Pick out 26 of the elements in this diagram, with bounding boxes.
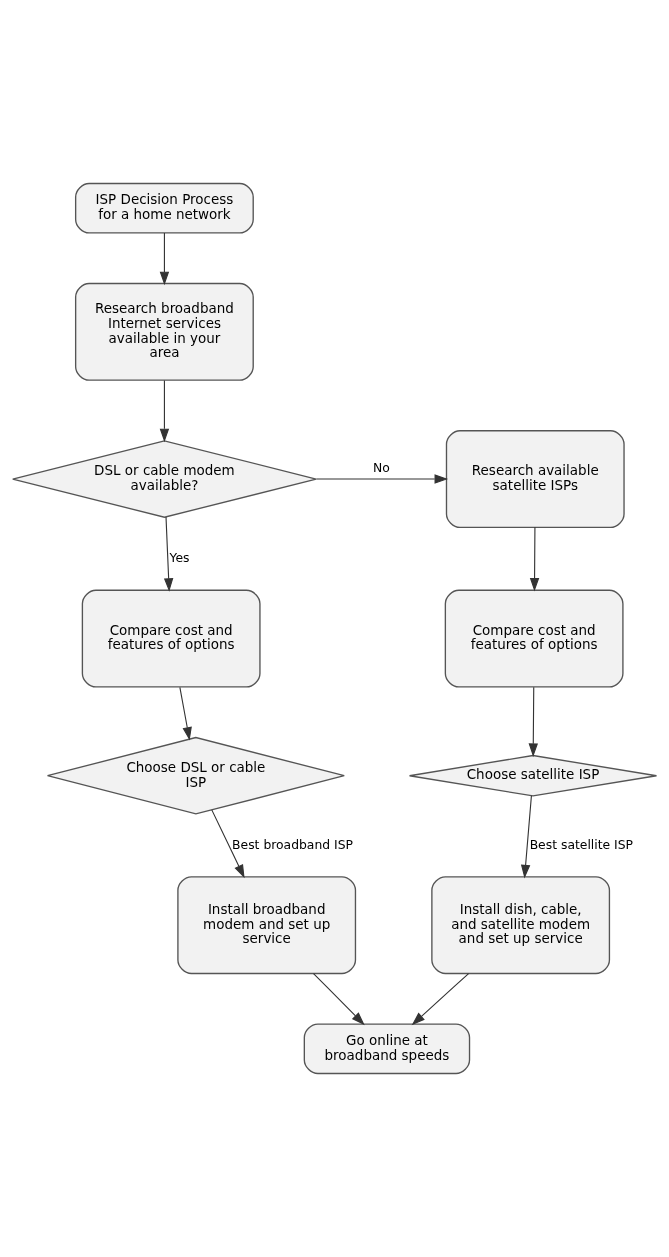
- node-box: Research available satellite ISPs: [445, 430, 625, 529]
- arrow: [529, 526, 540, 592]
- node-box: Compare cost and features of options: [81, 589, 261, 688]
- node-box: Install dish, cable, and satellite modem and set up service: [431, 876, 611, 975]
- node-diamond: Choose DSL or cable ISP: [46, 736, 345, 815]
- arrow: [528, 686, 538, 757]
- node-diamond: Choose satellite ISP: [408, 754, 658, 797]
- node-box: Go online at broadband speeds: [303, 1023, 471, 1075]
- arrow: [312, 973, 365, 1026]
- arrow: [163, 516, 174, 592]
- edge-label: No: [372, 461, 390, 476]
- node-diamond: DSL or cable modem available?: [12, 440, 317, 518]
- arrow: [159, 379, 170, 443]
- arrow: [159, 232, 170, 286]
- edge-label: Best broadband ISP: [232, 837, 353, 852]
- edge-label: Best satellite ISP: [529, 837, 634, 852]
- arrow: [179, 686, 192, 741]
- arrow: [315, 474, 449, 484]
- arrow: [411, 973, 470, 1026]
- node-box: ISP Decision Process for a home network: [74, 182, 254, 234]
- node-box: Research broadband Internet services available in your area: [74, 282, 254, 381]
- node-box: Compare cost and features of options: [444, 589, 624, 688]
- edge-label: Yes: [169, 550, 190, 565]
- node-box: Install broadband modem and set up service: [177, 876, 357, 975]
- arrow: [520, 795, 532, 879]
- arrow: [211, 809, 245, 879]
